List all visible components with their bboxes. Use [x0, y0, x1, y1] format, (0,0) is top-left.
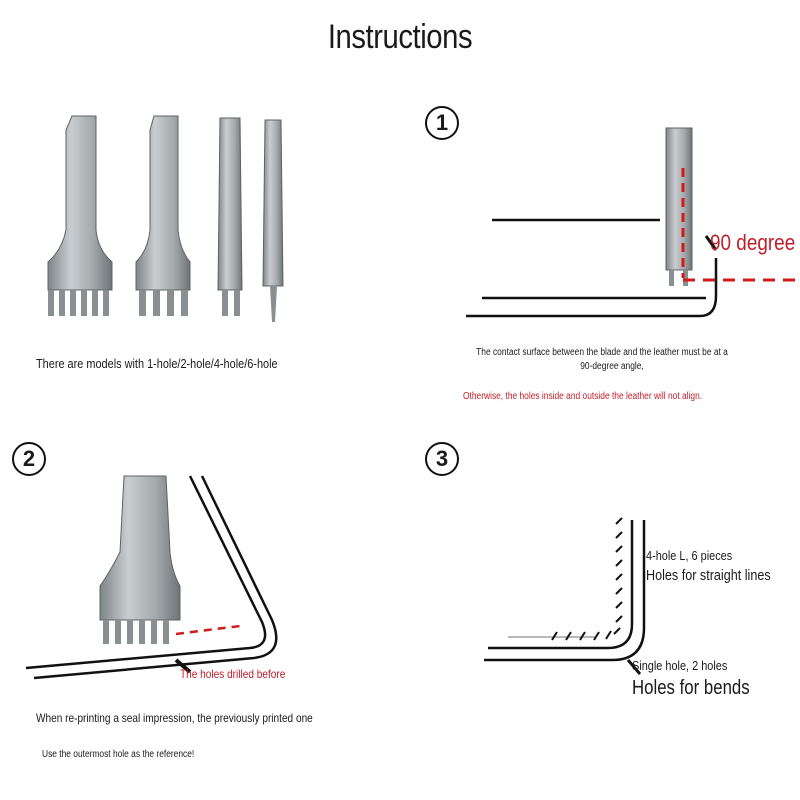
step2-caption-line1: When re-printing a seal impression, the … [36, 711, 313, 725]
bend-holes-count: Single hole, 2 holes [632, 658, 728, 673]
bend-holes-label: Holes for bends [632, 677, 750, 699]
step1-diagram [466, 127, 796, 318]
step3-number-badge: 3 [425, 442, 459, 476]
punch-tool-6-hole [47, 115, 113, 316]
step1-caption-line1: The contact surface between the blade an… [476, 347, 728, 358]
straight-holes-label: Holes for straight lines [646, 567, 771, 584]
angle-label: 90 degree [710, 230, 796, 255]
step3-diagram [484, 517, 646, 675]
straight-holes-count: 4-hole L, 6 pieces [646, 548, 733, 563]
page-title: Instructions [327, 18, 473, 56]
step1-caption-line2: 90-degree angle, [580, 361, 644, 372]
step2-diagram [25, 475, 278, 680]
step1-warning: Otherwise, the holes inside and outside … [463, 391, 703, 402]
models-caption: There are models with 1-hole/2-hole/4-ho… [36, 356, 278, 371]
step2-caption-line2: Use the outermost hole as the reference! [42, 749, 195, 760]
punch-tool-2-hole [217, 117, 243, 316]
step1-number-badge: 1 [425, 106, 459, 140]
step2-number-badge: 2 [12, 442, 46, 476]
punch-tool-1-hole [262, 119, 284, 322]
holes-drilled-label: The holes drilled before [180, 667, 286, 681]
punch-tool-4-hole [135, 115, 191, 316]
